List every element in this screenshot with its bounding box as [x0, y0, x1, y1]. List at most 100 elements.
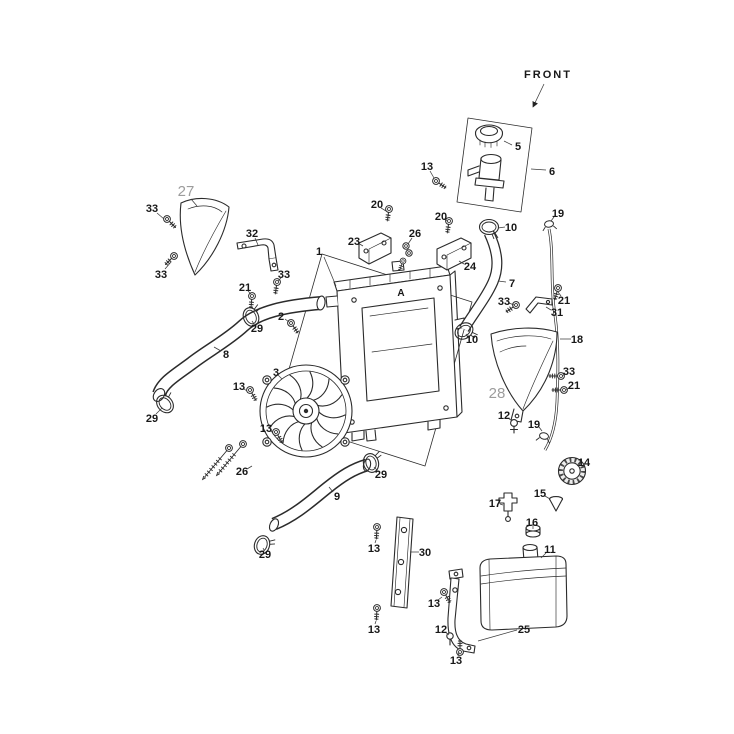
radiator-drawing — [325, 260, 466, 442]
part-label-10: 10 — [505, 222, 517, 234]
leader-line-19 — [550, 216, 555, 222]
leader-line-21 — [557, 291, 562, 297]
part-label-7: 7 — [509, 278, 515, 290]
leader-line-29 — [373, 466, 378, 471]
leader-line-6 — [530, 168, 547, 171]
part-label-3: 3 — [273, 367, 279, 379]
part-label-10: 10 — [466, 334, 478, 346]
part-label-19: 19 — [552, 208, 564, 220]
leader-line-24 — [458, 260, 465, 265]
part-label-13: 13 — [428, 598, 440, 610]
upper-hose-drawing — [152, 295, 326, 402]
part-label-8: 8 — [223, 349, 229, 361]
leader-line-20 — [443, 218, 448, 222]
bracket-25-drawing — [447, 568, 476, 654]
part-label-11: 11 — [544, 544, 556, 556]
front-arrow: FRONT — [524, 69, 572, 108]
part-label-31: 31 — [551, 307, 563, 319]
leader-line-10 — [465, 333, 469, 338]
part-label-13: 13 — [260, 423, 272, 435]
part-label-26: 26 — [409, 228, 421, 240]
leader-line-33 — [508, 302, 515, 306]
leader-line-27 — [190, 198, 198, 207]
leader-line-13 — [374, 620, 377, 625]
leader-line-12 — [444, 631, 450, 636]
leader-line-13 — [269, 429, 274, 433]
part-label-33: 33 — [155, 269, 167, 281]
leader-line-15 — [544, 495, 551, 500]
cone-15-drawing — [548, 496, 564, 512]
washer-26 — [405, 249, 413, 257]
leader-line-7 — [497, 280, 507, 283]
part-label-18: 18 — [571, 334, 583, 346]
overflow-tube-drawing — [543, 228, 560, 451]
part-label-1: 1 — [316, 246, 322, 258]
neck-16-drawing — [525, 524, 541, 538]
leader-line-23 — [357, 242, 364, 247]
leader-line-3 — [277, 374, 283, 380]
fitting-12-upper — [509, 419, 519, 434]
part-label-21: 21 — [239, 282, 251, 294]
leader-line-26 — [407, 237, 413, 245]
leader-line-20 — [380, 207, 387, 212]
front-label: FRONT — [524, 69, 572, 81]
leader-line-29 — [262, 547, 265, 551]
part-label-13: 13 — [233, 381, 245, 393]
leader-line-17 — [499, 503, 504, 506]
leader-line-13 — [243, 388, 248, 392]
leader-line-14 — [576, 463, 581, 467]
leader-line-12 — [507, 417, 513, 422]
bracket-24-drawing — [436, 237, 472, 271]
leader-line-13 — [437, 596, 443, 601]
screw-33 — [162, 250, 180, 268]
part-label-A: A — [397, 288, 404, 299]
leader-line-21 — [247, 290, 252, 295]
part-label-12: 12 — [435, 624, 447, 636]
fan-drawing — [259, 364, 353, 458]
part-label-29: 29 — [146, 413, 158, 425]
leader-line-9 — [328, 486, 334, 493]
leader-line-33 — [164, 261, 172, 270]
part-label-29: 29 — [251, 323, 263, 335]
part-label-20: 20 — [435, 211, 447, 223]
part-label-30: 30 — [419, 547, 431, 559]
labels-layer: 27333332213312320132026A5610247192131331… — [146, 140, 591, 667]
part-label-9: 9 — [334, 491, 340, 503]
part-label-27: 27 — [178, 183, 195, 200]
part-label-24: 24 — [464, 261, 477, 273]
part-label-17: 17 — [489, 498, 501, 510]
reserve-tank-drawing — [479, 543, 568, 631]
leader-line-13 — [457, 651, 460, 657]
leader-line-5 — [503, 140, 513, 146]
valve-17-drawing — [498, 492, 518, 522]
screw-33 — [161, 213, 179, 231]
screw-20 — [383, 204, 394, 222]
part-label-33: 33 — [146, 203, 158, 215]
bolt-2 — [285, 317, 302, 336]
bracket-32-drawing — [236, 238, 279, 272]
part-label-20: 20 — [371, 199, 383, 211]
leader-line-33 — [561, 373, 566, 377]
part-label-13: 13 — [421, 161, 433, 173]
long-bolt-26 — [199, 442, 235, 483]
right-hose-drawing — [459, 230, 503, 332]
leader-line-2 — [284, 318, 290, 323]
part-label-23: 23 — [348, 236, 360, 248]
leader-line-33 — [277, 277, 282, 282]
leader-line-13 — [429, 170, 435, 179]
bolt-13-top — [430, 175, 449, 192]
part-label-6: 6 — [549, 166, 555, 178]
leader-line-32 — [254, 237, 259, 246]
leader-line-8 — [213, 346, 222, 352]
fan-bolt-13 — [244, 384, 260, 403]
leader-line-1 — [323, 256, 337, 287]
leader-line-10 — [497, 226, 506, 229]
part-label-19: 19 — [528, 419, 540, 431]
bracket-23-drawing — [358, 232, 392, 265]
part-label-5: 5 — [515, 141, 521, 153]
lower-hose-drawing — [268, 458, 372, 532]
part-label-12: 12 — [498, 410, 510, 422]
part-label-33: 33 — [498, 296, 510, 308]
tank-cap-drawing — [557, 456, 587, 486]
